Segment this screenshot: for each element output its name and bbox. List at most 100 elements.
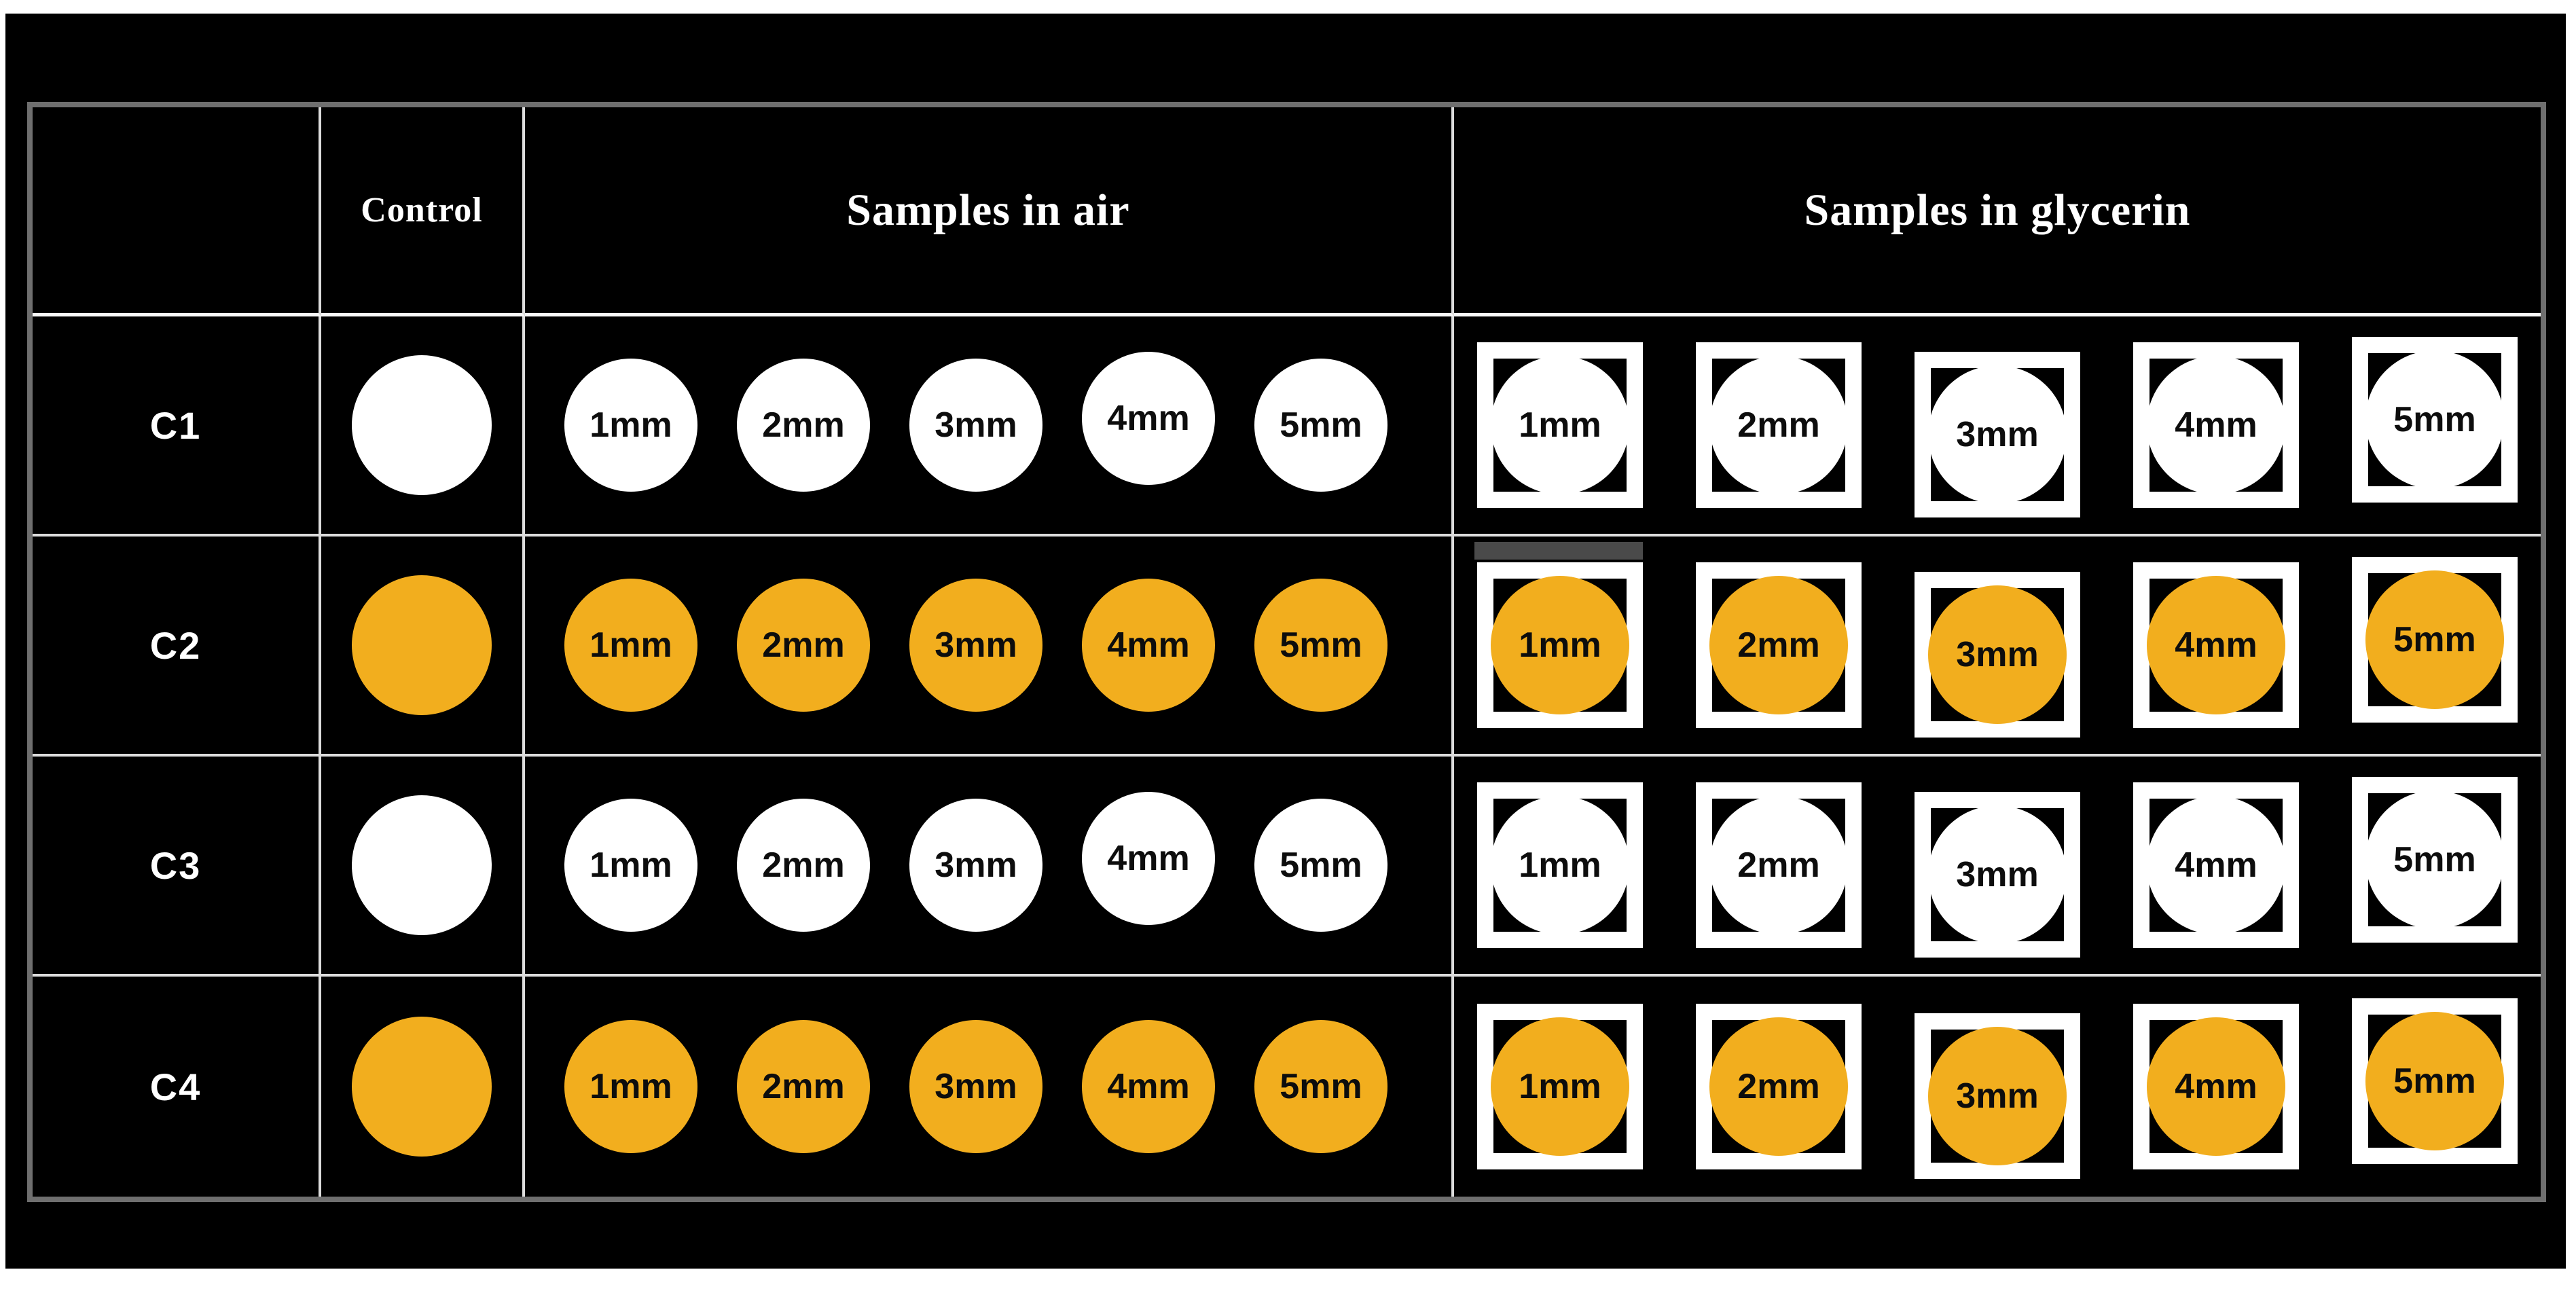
glycerin-samples-cell: 1mm 2mm 3mm 4mm 5mm — [1454, 757, 2541, 977]
glycerin-sample-label: 4mm — [2175, 1067, 2257, 1106]
glycerin-sample-circle: 2mm — [1709, 796, 1848, 934]
air-sample-label: 1mm — [589, 1067, 672, 1106]
glycerin-sample-label: 5mm — [2393, 840, 2476, 879]
glycerin-sample-frame: 3mm — [1915, 352, 2080, 517]
glycerin-sample-frame: 1mm — [1477, 562, 1643, 728]
air-samples-cell: 1mm 2mm 3mm 4mm 5mm — [525, 316, 1454, 537]
jpeg-artifact-bar — [1474, 542, 1643, 560]
glycerin-sample-circle: 5mm — [2365, 350, 2504, 489]
air-sample-label: 5mm — [1280, 845, 1362, 885]
air-sample-circle: 5mm — [1254, 1020, 1387, 1153]
air-sample-circle: 3mm — [909, 579, 1042, 712]
glycerin-sample-circle: 1mm — [1491, 356, 1629, 494]
air-sample-circle: 2mm — [737, 359, 870, 492]
air-sample-circle: 2mm — [737, 1020, 870, 1153]
glycerin-sample-label: 1mm — [1519, 845, 1601, 885]
air-sample-circle: 2mm — [737, 799, 870, 932]
row-label-cell: C3 — [33, 757, 321, 977]
glycerin-sample-frame: 4mm — [2133, 562, 2299, 728]
air-sample-circle: 4mm — [1082, 792, 1215, 925]
glycerin-sample-label: 5mm — [2393, 620, 2476, 659]
glycerin-sample-label: 3mm — [1956, 855, 2039, 894]
air-sample-circle: 3mm — [909, 359, 1042, 492]
header-empty-cell — [33, 107, 321, 316]
glycerin-sample-frame: 1mm — [1477, 782, 1643, 948]
row-label: C3 — [149, 843, 202, 887]
glycerin-sample-label: 2mm — [1737, 845, 1820, 885]
air-sample-label: 4mm — [1107, 1067, 1190, 1106]
glycerin-sample-frame: 5mm — [2352, 998, 2518, 1164]
glycerin-sample-frame: 2mm — [1696, 562, 1862, 728]
glycerin-sample-circle: 5mm — [2365, 1012, 2504, 1150]
glycerin-samples-cell: 1mm 2mm 3mm 4mm 5mm — [1454, 977, 2541, 1197]
air-sample-circle: 4mm — [1082, 579, 1215, 712]
row-label-cell: C4 — [33, 977, 321, 1197]
glycerin-sample-frame: 2mm — [1696, 342, 1862, 508]
glycerin-sample-label: 4mm — [2175, 625, 2257, 665]
glycerin-sample-frame: 4mm — [2133, 782, 2299, 948]
glycerin-sample-label: 1mm — [1519, 1067, 1601, 1106]
air-sample-circle: 2mm — [737, 579, 870, 712]
control-cell — [321, 757, 525, 977]
air-samples-cell: 1mm 2mm 3mm 4mm 5mm — [525, 537, 1454, 757]
glycerin-sample-label: 1mm — [1519, 625, 1601, 665]
glycerin-sample-circle: 4mm — [2147, 796, 2285, 934]
air-sample-label: 1mm — [589, 405, 672, 445]
glycerin-sample-label: 3mm — [1956, 415, 2039, 454]
glycerin-sample-circle: 3mm — [1928, 805, 2067, 944]
row-label: C4 — [149, 1065, 202, 1108]
glycerin-sample-circle: 3mm — [1928, 365, 2067, 504]
glycerin-sample-frame: 3mm — [1915, 792, 2080, 958]
glycerin-sample-label: 4mm — [2175, 405, 2257, 445]
figure-canvas: Control Samples in air Samples in glycer… — [5, 14, 2566, 1269]
air-sample-circle: 4mm — [1082, 1020, 1215, 1153]
glycerin-sample-frame: 2mm — [1696, 1004, 1862, 1169]
glycerin-sample-frame: 1mm — [1477, 1004, 1643, 1169]
glycerin-sample-label: 2mm — [1737, 405, 1820, 445]
air-sample-circle: 3mm — [909, 1020, 1042, 1153]
air-sample-circle: 1mm — [564, 579, 697, 712]
glycerin-sample-frame: 3mm — [1915, 1013, 2080, 1179]
air-sample-label: 3mm — [935, 625, 1017, 665]
air-sample-circle: 3mm — [909, 799, 1042, 932]
glycerin-sample-frame: 3mm — [1915, 572, 2080, 738]
glycerin-sample-circle: 4mm — [2147, 356, 2285, 494]
glycerin-sample-circle: 1mm — [1491, 796, 1629, 934]
control-sample-circle — [352, 1017, 492, 1157]
row-label-cell: C2 — [33, 537, 321, 757]
air-sample-circle: 1mm — [564, 1020, 697, 1153]
glycerin-sample-circle: 3mm — [1928, 1027, 2067, 1165]
air-sample-label: 1mm — [589, 845, 672, 885]
glycerin-samples-cell: 1mm 2mm 3mm 4mm 5mm — [1454, 537, 2541, 757]
air-sample-circle: 1mm — [564, 359, 697, 492]
glycerin-sample-frame: 5mm — [2352, 777, 2518, 943]
glycerin-sample-circle: 2mm — [1709, 576, 1848, 714]
glycerin-sample-circle: 2mm — [1709, 1017, 1848, 1156]
glycerin-sample-frame: 4mm — [2133, 1004, 2299, 1169]
control-cell — [321, 977, 525, 1197]
air-sample-label: 3mm — [935, 1067, 1017, 1106]
air-sample-label: 5mm — [1280, 625, 1362, 665]
air-sample-label: 3mm — [935, 845, 1017, 885]
header-samples-in-air: Samples in air — [525, 107, 1454, 316]
glycerin-samples-cell: 1mm 2mm 3mm 4mm 5mm — [1454, 316, 2541, 537]
glycerin-sample-frame: 4mm — [2133, 342, 2299, 508]
glycerin-sample-frame: 1mm — [1477, 342, 1643, 508]
glycerin-sample-circle: 4mm — [2147, 576, 2285, 714]
air-sample-circle: 5mm — [1254, 579, 1387, 712]
glycerin-sample-circle: 2mm — [1709, 356, 1848, 494]
control-sample-circle — [352, 355, 492, 495]
air-sample-circle: 1mm — [564, 799, 697, 932]
control-sample-circle — [352, 575, 492, 715]
air-sample-label: 2mm — [762, 1067, 845, 1106]
air-sample-label: 5mm — [1280, 405, 1362, 445]
control-sample-circle — [352, 795, 492, 935]
row-label-cell: C1 — [33, 316, 321, 537]
glycerin-sample-label: 1mm — [1519, 405, 1601, 445]
air-samples-cell: 1mm 2mm 3mm 4mm 5mm — [525, 757, 1454, 977]
air-sample-label: 3mm — [935, 405, 1017, 445]
air-sample-circle: 4mm — [1082, 352, 1215, 485]
glycerin-sample-label: 5mm — [2393, 400, 2476, 439]
control-cell — [321, 316, 525, 537]
